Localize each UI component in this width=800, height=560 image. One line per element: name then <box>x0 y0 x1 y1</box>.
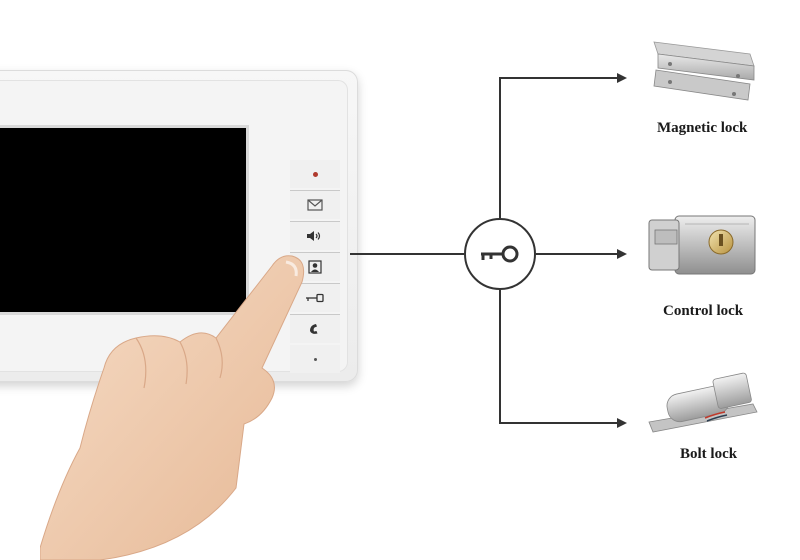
branch-horizontal-bottom <box>499 422 617 424</box>
key-node <box>464 218 536 290</box>
monitor-connector-line <box>350 253 464 255</box>
arrow-icon <box>617 418 627 428</box>
talk-button[interactable] <box>290 314 340 343</box>
arrow-icon <box>617 249 627 259</box>
monitor-button-column <box>290 160 344 375</box>
control-lock-label: Control lock <box>663 303 744 319</box>
branch-vertical-top <box>499 78 501 218</box>
magnetic-lock-icon <box>653 41 755 101</box>
key-icon <box>481 245 519 263</box>
branch-horizontal-middle <box>536 253 617 255</box>
indoor-monitor <box>0 70 358 382</box>
bolt-lock-label: Bolt lock <box>680 446 738 462</box>
branch-horizontal-top <box>499 77 617 79</box>
indicator-led-icon <box>290 160 340 188</box>
branch-vertical-bottom <box>499 290 501 424</box>
envelope-icon <box>307 199 323 211</box>
monitor-bezel <box>0 80 348 375</box>
magnetic-lock-label: Magnetic lock <box>657 120 748 136</box>
control-lock-icon <box>648 215 756 275</box>
contact-card-icon <box>308 260 322 274</box>
message-button[interactable] <box>290 190 340 219</box>
bolt-lock-icon <box>648 372 758 433</box>
dot-icon <box>290 345 340 373</box>
monitor-screen <box>0 128 246 312</box>
arrow-icon <box>617 73 627 83</box>
handset-icon <box>310 324 318 334</box>
pointing-hand-image <box>40 255 305 560</box>
unlock-key-icon <box>306 293 324 303</box>
speaker-icon <box>307 231 321 241</box>
volume-button[interactable] <box>290 221 340 250</box>
